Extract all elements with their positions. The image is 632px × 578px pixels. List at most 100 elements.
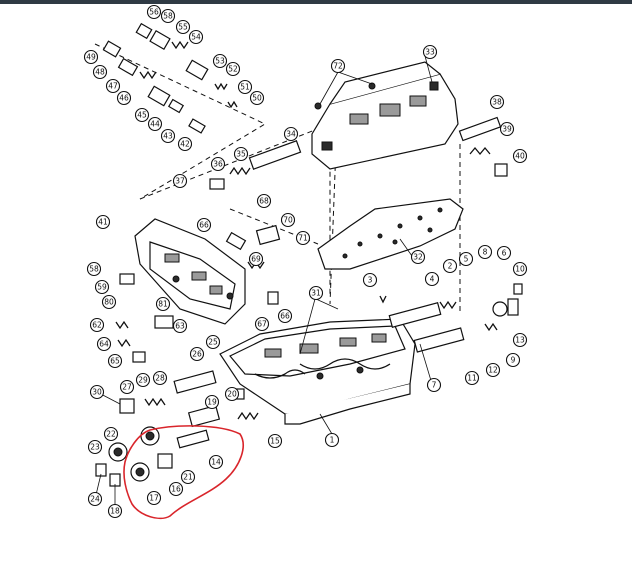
callout-number: 42 bbox=[180, 140, 190, 149]
callout-c30: 30 bbox=[89, 384, 105, 400]
callout-circle bbox=[499, 121, 515, 137]
callout-number: 12 bbox=[488, 366, 498, 375]
callout-circle bbox=[330, 58, 346, 74]
callout-number: 46 bbox=[119, 94, 129, 103]
callout-c15: 15 bbox=[267, 433, 283, 449]
callout-number: 23 bbox=[90, 443, 100, 452]
callout-circle bbox=[212, 53, 228, 69]
callout-c34: 34 bbox=[283, 126, 299, 142]
callout-circle bbox=[86, 261, 102, 277]
callout-c58: 58 bbox=[160, 8, 176, 24]
callout-circle bbox=[147, 116, 163, 132]
callout-circle bbox=[188, 29, 204, 45]
callout-number: 65 bbox=[110, 357, 120, 366]
callout-circle bbox=[249, 90, 265, 106]
callout-c72: 72 bbox=[330, 58, 346, 74]
callout-c8: 8 bbox=[477, 244, 493, 260]
callout-circle bbox=[95, 214, 111, 230]
callout-c4: 4 bbox=[424, 271, 440, 287]
callout-circle bbox=[254, 316, 270, 332]
callout-c3: 3 bbox=[362, 272, 378, 288]
callout-circle bbox=[177, 136, 193, 152]
callout-c29: 29 bbox=[135, 372, 151, 388]
callout-c70: 70 bbox=[280, 212, 296, 228]
callout-circle bbox=[172, 318, 188, 334]
callout-c28: 28 bbox=[152, 370, 168, 386]
callout-number: 40 bbox=[515, 152, 525, 161]
callout-circle bbox=[107, 353, 123, 369]
callout-circle bbox=[512, 332, 528, 348]
callout-circle bbox=[295, 230, 311, 246]
callout-circle bbox=[512, 148, 528, 164]
callout-c31: 31 bbox=[308, 285, 324, 301]
callout-circle bbox=[208, 454, 224, 470]
callout-circle bbox=[155, 296, 171, 312]
callout-number: 11 bbox=[467, 374, 477, 383]
callout-number: 8 bbox=[483, 248, 488, 257]
callout-c71: 71 bbox=[295, 230, 311, 246]
callout-circle bbox=[119, 379, 135, 395]
callout-number: 67 bbox=[257, 320, 267, 329]
callout-number: 10 bbox=[515, 265, 525, 274]
callout-number: 27 bbox=[122, 383, 132, 392]
callout-number: 35 bbox=[236, 150, 246, 159]
callout-circle bbox=[89, 384, 105, 400]
callout-c5: 5 bbox=[458, 251, 474, 267]
callout-circle bbox=[189, 346, 205, 362]
callout-circle bbox=[101, 294, 117, 310]
callout-circle bbox=[160, 128, 176, 144]
callout-number: 15 bbox=[270, 437, 280, 446]
callout-c68: 68 bbox=[256, 193, 272, 209]
callout-c27: 27 bbox=[119, 379, 135, 395]
callout-c10: 10 bbox=[512, 261, 528, 277]
callout-c53: 53 bbox=[212, 53, 228, 69]
callout-number: 24 bbox=[90, 495, 100, 504]
leader-lines bbox=[94, 55, 433, 506]
callout-c11: 11 bbox=[464, 370, 480, 386]
callout-number: 16 bbox=[171, 485, 181, 494]
callout-c21: 21 bbox=[180, 469, 196, 485]
callout-c66: 66 bbox=[196, 217, 212, 233]
callout-number: 5 bbox=[464, 255, 469, 264]
separator-plate bbox=[317, 198, 464, 270]
callout-circle bbox=[496, 245, 512, 261]
callout-number: 58 bbox=[89, 265, 99, 274]
callout-c52: 52 bbox=[225, 61, 241, 77]
callout-circle bbox=[96, 336, 112, 352]
callout-c80: 80 bbox=[101, 294, 117, 310]
callout-number: 80 bbox=[104, 298, 114, 307]
callout-number: 28 bbox=[155, 374, 165, 383]
callout-number: 63 bbox=[175, 322, 185, 331]
callout-circle bbox=[237, 79, 253, 95]
callout-circle bbox=[225, 61, 241, 77]
callout-circle bbox=[426, 377, 442, 393]
callout-circle bbox=[442, 258, 458, 274]
callout-number: 37 bbox=[175, 177, 185, 186]
callout-c23: 23 bbox=[87, 439, 103, 455]
valve-body-exploded-diagram: 5658555449534852475146504544434233723839… bbox=[83, 4, 528, 520]
callout-c7: 7 bbox=[426, 377, 442, 393]
callout-circle bbox=[94, 279, 110, 295]
callout-c13: 13 bbox=[512, 332, 528, 348]
callout-c36: 36 bbox=[210, 156, 226, 172]
callout-circle bbox=[505, 352, 521, 368]
callout-c56: 56 bbox=[146, 4, 162, 20]
callout-number: 70 bbox=[283, 216, 293, 225]
window-top-bar bbox=[0, 0, 632, 4]
callout-circle bbox=[489, 94, 505, 110]
callout-circle bbox=[362, 272, 378, 288]
callout-c58b: 58 bbox=[86, 261, 102, 277]
callout-circle bbox=[512, 261, 528, 277]
callout-circle bbox=[410, 249, 426, 265]
callout-number: 68 bbox=[259, 197, 269, 206]
callout-circle bbox=[422, 44, 438, 60]
callout-number: 21 bbox=[183, 473, 193, 482]
callout-circle bbox=[89, 317, 105, 333]
highlight-circle bbox=[123, 425, 244, 520]
callout-c19: 19 bbox=[204, 394, 220, 410]
right-valve-parts bbox=[379, 116, 523, 353]
callout-c33: 33 bbox=[422, 44, 438, 60]
callout-number: 66 bbox=[199, 221, 209, 230]
callout-circle bbox=[283, 126, 299, 142]
